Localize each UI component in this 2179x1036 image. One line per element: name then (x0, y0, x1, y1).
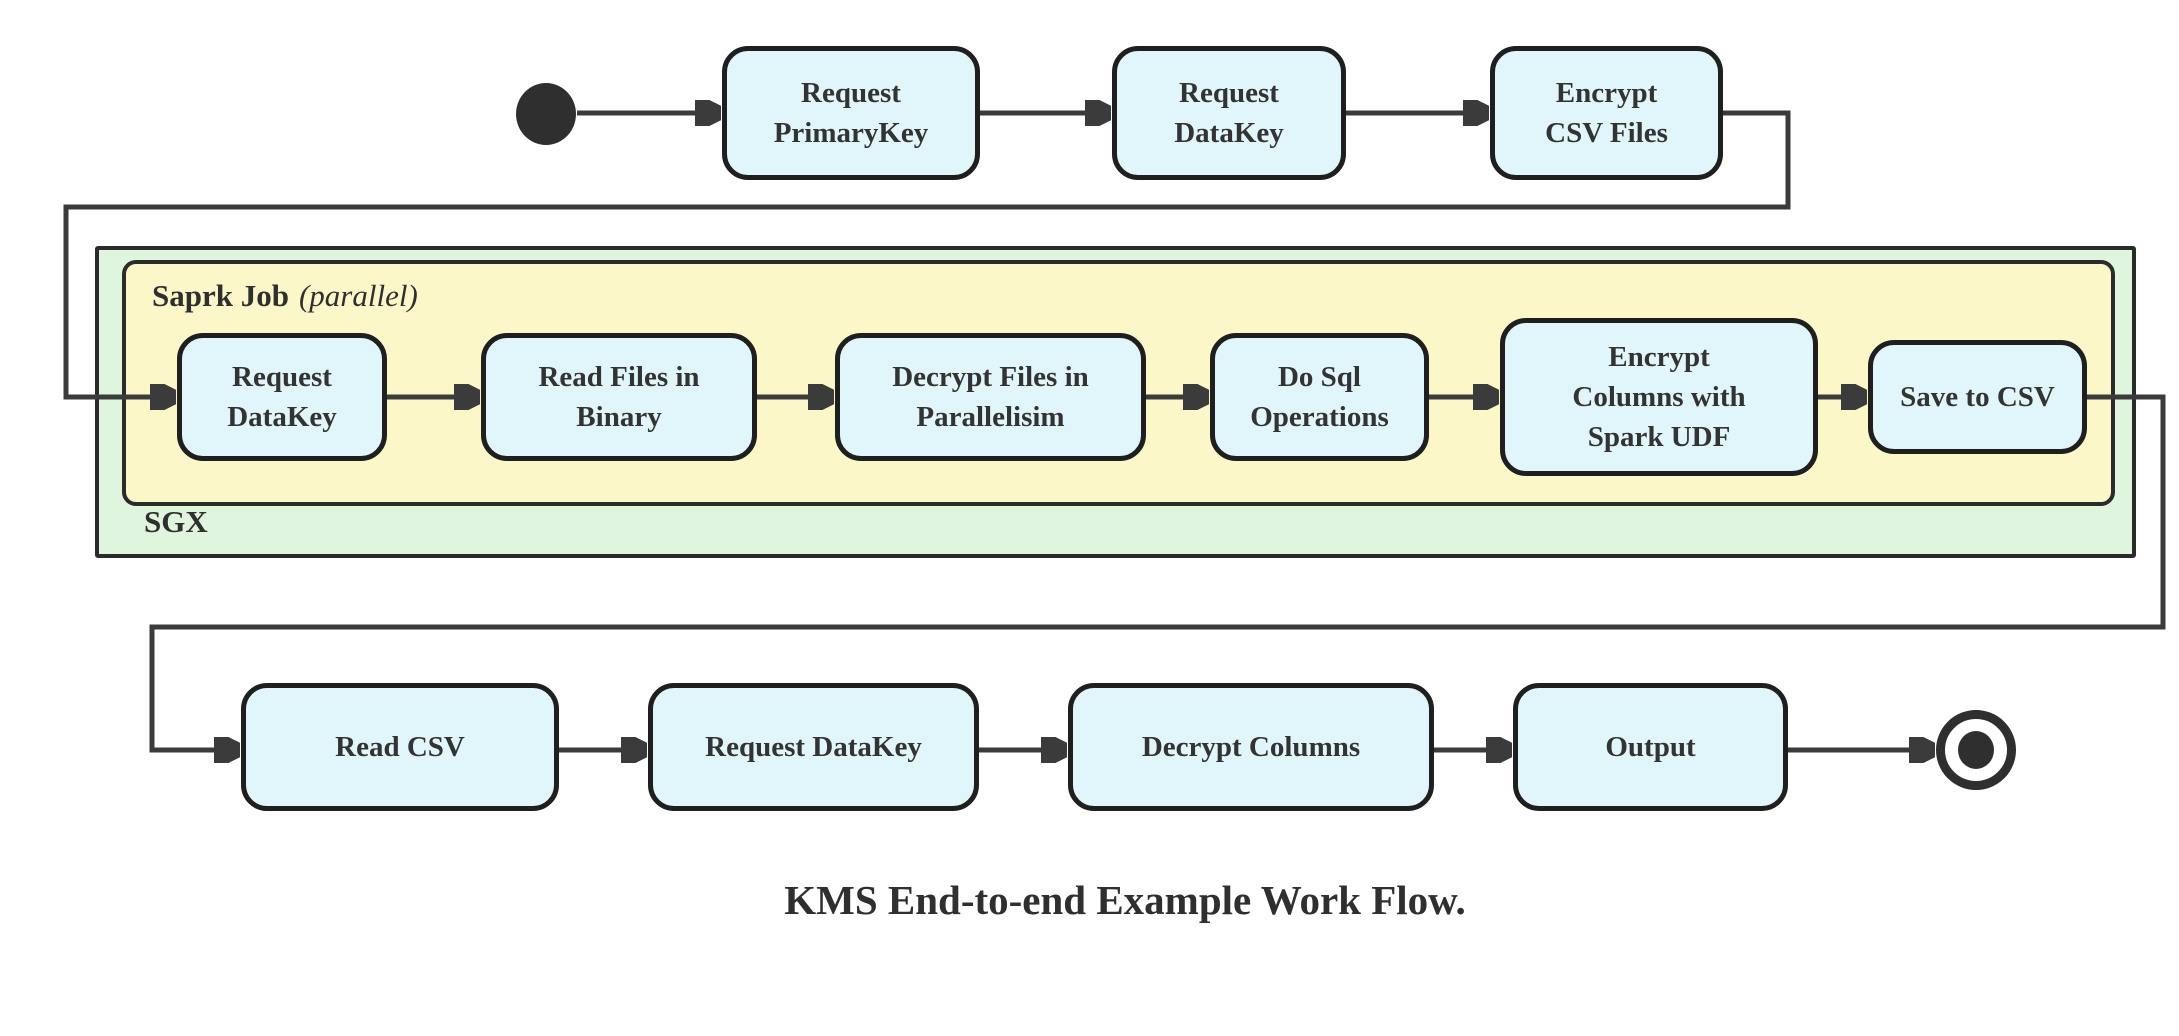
node-do-sql-operations: Do Sql Operations (1210, 333, 1429, 461)
spark-job-label-text: Saprk Job (152, 278, 289, 313)
node-encrypt-columns-with-spark-udf: Encrypt Columns with Spark UDF (1500, 318, 1818, 476)
node-request-primarykey: Request PrimaryKey (722, 46, 980, 180)
spark-job-label: Saprk Job (parallel) (152, 278, 418, 314)
node-request-datakey-top: Request DataKey (1112, 46, 1346, 180)
start-state-icon (516, 83, 576, 145)
node-save-to-csv: Save to CSV (1868, 340, 2087, 454)
node-decrypt-files-in-parallelisim: Decrypt Files in Parallelisim (835, 333, 1146, 461)
sgx-label: SGX (144, 504, 208, 539)
end-state-inner-dot (1958, 731, 1994, 769)
node-encrypt-csv-files: Encrypt CSV Files (1490, 46, 1723, 180)
arrow-save-csv-to-read-csv (149, 394, 2166, 750)
arrow-encrypt-csv-to-spark-request-datakey (63, 110, 1791, 397)
diagram-caption: KMS End-to-end Example Work Flow. (784, 877, 1466, 923)
node-output: Output (1513, 683, 1788, 811)
node-request-datakey-bottom: Request DataKey (648, 683, 979, 811)
node-decrypt-columns: Decrypt Columns (1068, 683, 1434, 811)
node-read-csv: Read CSV (241, 683, 559, 811)
spark-job-qualifier: (parallel) (298, 278, 418, 313)
node-spark-request-datakey: Request DataKey (177, 333, 387, 461)
end-state-icon (1936, 710, 2016, 790)
node-read-files-in-binary: Read Files in Binary (481, 333, 757, 461)
